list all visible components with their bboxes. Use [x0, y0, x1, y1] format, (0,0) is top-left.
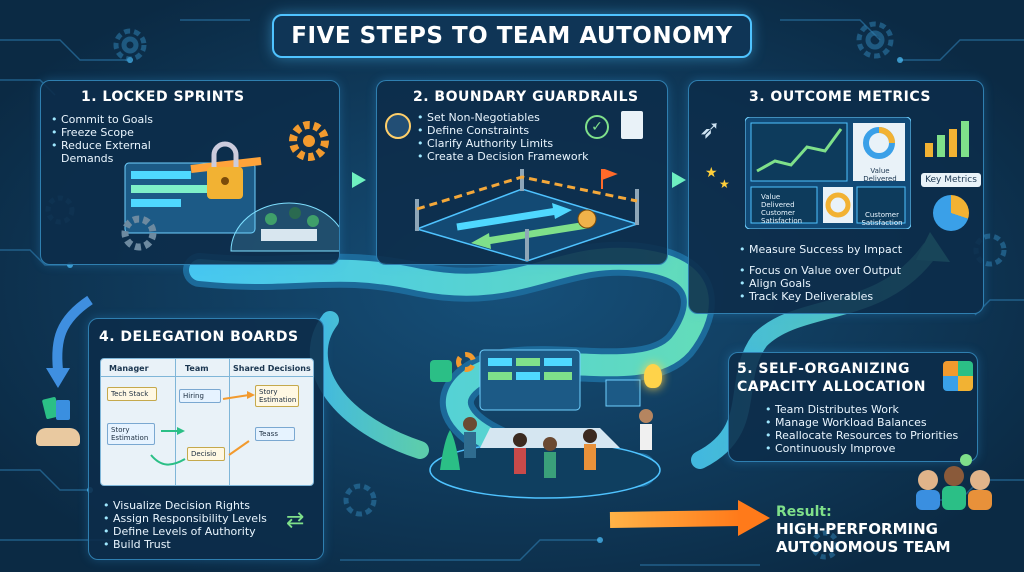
- step-3-item: Focus on Value over Output: [739, 264, 975, 277]
- step-5-list: Team Distributes Work Manage Workload Ba…: [765, 403, 975, 455]
- rocket-icon: ➶: [699, 115, 721, 145]
- bar-chart-icon: [925, 121, 969, 157]
- board-card: Story Estimation: [255, 385, 299, 407]
- step-2-item: Set Non-Negotiables: [417, 111, 607, 124]
- star-icon: ★: [705, 165, 718, 181]
- pie-chart-icon: [933, 195, 969, 231]
- board-card: Story Estimation: [107, 423, 155, 445]
- step-4-item: Visualize Decision Rights: [103, 499, 323, 512]
- result-line2: AUTONOMOUS TEAM: [776, 538, 951, 556]
- team-collaboration-illustration: [440, 349, 653, 478]
- checkmark-icon: ✓: [585, 115, 609, 139]
- step-2-title: 2. BOUNDARY GUARDRAILS: [413, 89, 639, 105]
- puzzle-icon: [943, 361, 973, 391]
- gear-icon: [289, 121, 329, 161]
- step-5-title-line1: 5. SELF-ORGANIZING: [737, 361, 910, 377]
- compass-icon: [385, 113, 411, 139]
- result-label: Result:: [776, 504, 832, 520]
- page-title: FIVE STEPS TO TEAM AUTONOMY: [291, 23, 733, 49]
- team-avatars-icon: [916, 454, 992, 510]
- metrics-dashboard: [745, 117, 911, 229]
- puzzle-icon: [430, 360, 452, 382]
- step-5-title-line2: CAPACITY ALLOCATION: [737, 379, 926, 395]
- guardrails-illustration: [414, 169, 640, 262]
- step-4-title: 4. DELEGATION BOARDS: [99, 329, 299, 345]
- board-card: Teass: [255, 427, 295, 441]
- step-3-item: Measure Success by Impact: [739, 243, 975, 256]
- step-5-item: Reallocate Resources to Priorities: [765, 429, 975, 442]
- lightbulb-icon: [644, 364, 662, 388]
- result-block: Result: HIGH-PERFORMING AUTONOMOUS TEAM: [776, 504, 966, 556]
- step-2-panel: 2. BOUNDARY GUARDRAILS Set Non-Negotiabl…: [376, 80, 668, 265]
- step-1-panel: 1. LOCKED SPRINTS Commit to Goals Freeze…: [40, 80, 340, 265]
- board-card: Tech Stack: [107, 387, 157, 401]
- step-1-item: Reduce External Demands: [51, 139, 171, 165]
- column-header-manager: Manager: [109, 364, 149, 373]
- step-1-list: Commit to Goals Freeze Scope Reduce Exte…: [51, 113, 171, 165]
- gear-icon: [456, 352, 476, 372]
- step-1-item: Freeze Scope: [51, 126, 171, 139]
- value-delivered-label: Value Delivered: [761, 193, 795, 209]
- step-3-item: Track Key Deliverables: [739, 290, 975, 303]
- star-icon: ★: [719, 177, 730, 191]
- step-3-list: Measure Success by Impact Focus on Value…: [739, 243, 975, 303]
- customer-satisfaction-label: Customer Satisfaction: [761, 209, 803, 225]
- column-header-team: Team: [185, 364, 209, 373]
- step-1-title: 1. LOCKED SPRINTS: [81, 89, 245, 105]
- checklist-icon: [621, 111, 643, 139]
- hand-cards-icon: [36, 396, 82, 450]
- result-line1: HIGH-PERFORMING: [776, 520, 938, 538]
- board-card: Hiring: [179, 389, 221, 403]
- board-card: Decisio: [187, 447, 225, 461]
- step-2-item: Define Constraints: [417, 124, 607, 137]
- page-title-banner: FIVE STEPS TO TEAM AUTONOMY: [272, 14, 752, 58]
- refresh-arrows-icon: ⇄: [286, 508, 305, 533]
- step-1-item: Commit to Goals: [51, 113, 171, 126]
- step-3-panel: 3. OUTCOME METRICS ➶ ★ ★ Value Delivered…: [688, 80, 984, 314]
- step-3-title: 3. OUTCOME METRICS: [749, 89, 931, 105]
- board-arrows: [150, 391, 255, 466]
- delegation-board: Manager Team Shared Decisions Tech Stack…: [100, 358, 314, 486]
- customer-satisfaction-label-2: Customer Satisfaction: [861, 211, 903, 227]
- step-5-item: Manage Workload Balances: [765, 416, 975, 429]
- step-5-item: Continuously Improve: [765, 442, 975, 455]
- step-2-item: Create a Decision Framework: [417, 150, 607, 163]
- key-metrics-label: Key Metrics: [921, 173, 981, 187]
- gear-icon: [121, 215, 157, 251]
- step-4-item: Assign Responsibility Levels: [103, 512, 323, 525]
- step-4-item: Define Levels of Authority: [103, 525, 323, 538]
- step-3-item: Align Goals: [739, 277, 975, 290]
- step-5-item: Team Distributes Work: [765, 403, 975, 416]
- locked-sprint-illustration: [121, 121, 339, 252]
- step-5-panel: 5. SELF-ORGANIZING CAPACITY ALLOCATION T…: [728, 352, 978, 462]
- value-delivered-label-2: Value Delivered: [863, 167, 897, 183]
- column-header-shared: Shared Decisions: [233, 364, 311, 373]
- step-2-list: Set Non-Negotiables Define Constraints C…: [417, 111, 607, 163]
- step-4-item: Build Trust: [103, 538, 323, 551]
- step-4-list: Visualize Decision Rights Assign Respons…: [103, 499, 323, 551]
- step-2-item: Clarify Authority Limits: [417, 137, 607, 150]
- padlock-icon: [207, 141, 243, 199]
